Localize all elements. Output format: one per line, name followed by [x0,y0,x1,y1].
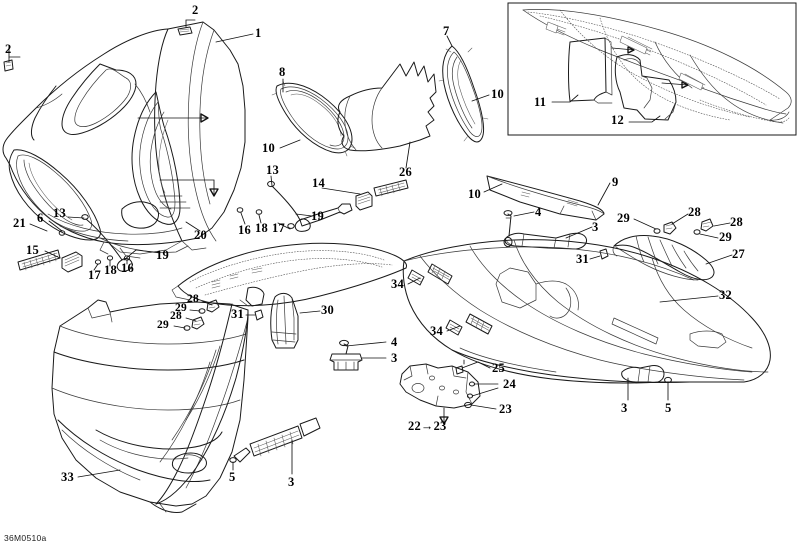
callout-28-a: 28 [688,205,701,219]
callout-29-b: 29 [719,230,732,244]
callout-8: 8 [279,65,286,79]
callout-32: 32 [719,288,732,302]
callout-arrow-icon: → [420,419,434,433]
part-windshield-rail [171,242,407,307]
callout-3-strut: 3 [592,220,599,234]
part-32-side-panel [402,239,771,401]
part-27-handle [599,218,715,281]
callout-29-a: 29 [617,211,630,225]
callout-30: 30 [321,303,334,317]
callout-12-inset: 12 [611,113,624,127]
callout-28-b: 28 [730,215,743,229]
callout-26: 26 [399,165,412,179]
part-26-panel [337,61,437,152]
parts-linkage-right [236,179,409,232]
callout-4-latch: 4 [391,335,398,349]
part-3-strut [503,210,587,250]
callout-6-left: 6 [37,211,44,225]
callout-34-upper: 34 [391,277,404,291]
callout-17-right: 17 [272,221,285,235]
callout-23-label: 23 [433,419,447,433]
callout-18-left: 18 [104,263,117,277]
callout-28-c: 28 [187,293,199,305]
callout-10-strip: 10 [468,187,481,201]
callout-15: 15 [26,243,39,257]
part-8-trim-ring [271,80,356,157]
callout-16-right: 16 [238,223,251,237]
part-1-hood [2,21,246,255]
callout-17-left: 17 [88,268,101,282]
callout-7: 7 [443,24,450,38]
callout-3-mount: 3 [621,401,628,415]
callout-20: 20 [194,228,207,242]
callout-25: 25 [492,361,505,375]
callout-27: 27 [732,247,745,261]
callout-11-inset: 11 [534,95,547,109]
inset-machine-outline [522,9,792,124]
callout-23: 23 [499,402,512,416]
detail-inset-box [507,2,797,136]
callout-33: 33 [61,470,74,484]
parts-linkage-left [17,214,189,273]
callout-1: 1 [255,26,262,40]
callout-5-panel: 5 [229,470,236,484]
callout-13-right: 13 [266,163,279,177]
callout-22-to-23: 22→23 [408,420,447,433]
parts-clips-left [183,299,264,331]
callout-3-decal: 3 [288,475,295,489]
callout-2-left: 2 [5,42,12,56]
part-33-side-panel [51,299,321,513]
callout-10-part7: 10 [491,87,504,101]
callout-14: 14 [312,176,325,190]
part-9-strip [486,175,605,221]
callout-18-right: 18 [255,221,268,235]
callout-16-left: 16 [121,261,134,275]
sheet-code: 36M0510a [4,533,47,543]
callout-31-left: 31 [231,307,244,321]
callout-4-strut: 4 [535,205,542,219]
callout-29-d: 29 [157,319,169,331]
callout-3-latch: 3 [391,351,398,365]
part-7-trim [438,45,489,143]
callout-22-label: 22 [408,419,421,433]
callout-10-part8: 10 [262,141,275,155]
callout-34-lower: 34 [430,324,443,338]
callout-19-right: 19 [311,209,324,223]
callout-13-left: 13 [53,206,66,220]
callout-24: 24 [503,377,516,391]
callout-31-right: 31 [576,252,589,266]
part-3-latch [329,339,387,371]
part-22-bracket [399,359,499,425]
part-30-scoop [270,292,299,349]
callout-28-d: 28 [170,310,182,322]
callout-2-top: 2 [192,3,199,17]
leader-lines [8,19,733,478]
callout-9: 9 [612,175,619,189]
callout-29-c: 29 [175,302,187,314]
callout-5-mount: 5 [665,401,672,415]
callout-19-left: 19 [156,248,169,262]
callout-21: 21 [13,216,26,230]
